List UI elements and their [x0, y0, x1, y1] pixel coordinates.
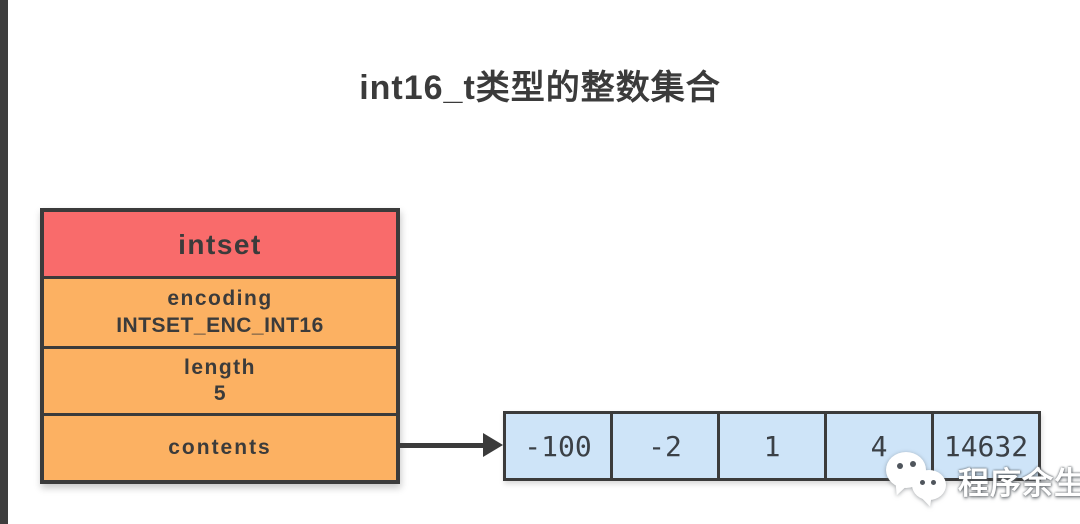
contents-pointer-arrow-line	[400, 443, 485, 448]
encoding-label: encoding	[167, 287, 273, 311]
array-cell: -100	[503, 411, 613, 481]
array-cell: 1	[717, 411, 827, 481]
left-edge-bar	[0, 0, 8, 524]
contents-row: contents	[44, 413, 396, 480]
watermark-text: 程序余生	[958, 466, 1080, 501]
array-cell: -2	[610, 411, 720, 481]
contents-label: contents	[168, 435, 272, 459]
encoding-value: INTSET_ENC_INT16	[116, 313, 324, 337]
watermark: 程序余生	[884, 448, 1080, 518]
encoding-row: encoding INTSET_ENC_INT16	[44, 276, 396, 346]
array-cell: 14632	[931, 411, 1041, 481]
intset-header-label: intset	[178, 228, 262, 260]
intset-header-row: intset	[44, 212, 396, 276]
length-row: length 5	[44, 346, 396, 413]
length-label: length	[184, 355, 256, 379]
arrow-head-icon	[483, 433, 503, 457]
wechat-icon	[884, 450, 956, 516]
contents-array: -100 -2 1 4 14632	[503, 411, 1041, 481]
diagram-title: int16_t类型的整数集合	[359, 69, 721, 107]
intset-struct-box: intset encoding INTSET_ENC_INT16 length …	[40, 208, 400, 484]
length-value: 5	[213, 382, 227, 405]
